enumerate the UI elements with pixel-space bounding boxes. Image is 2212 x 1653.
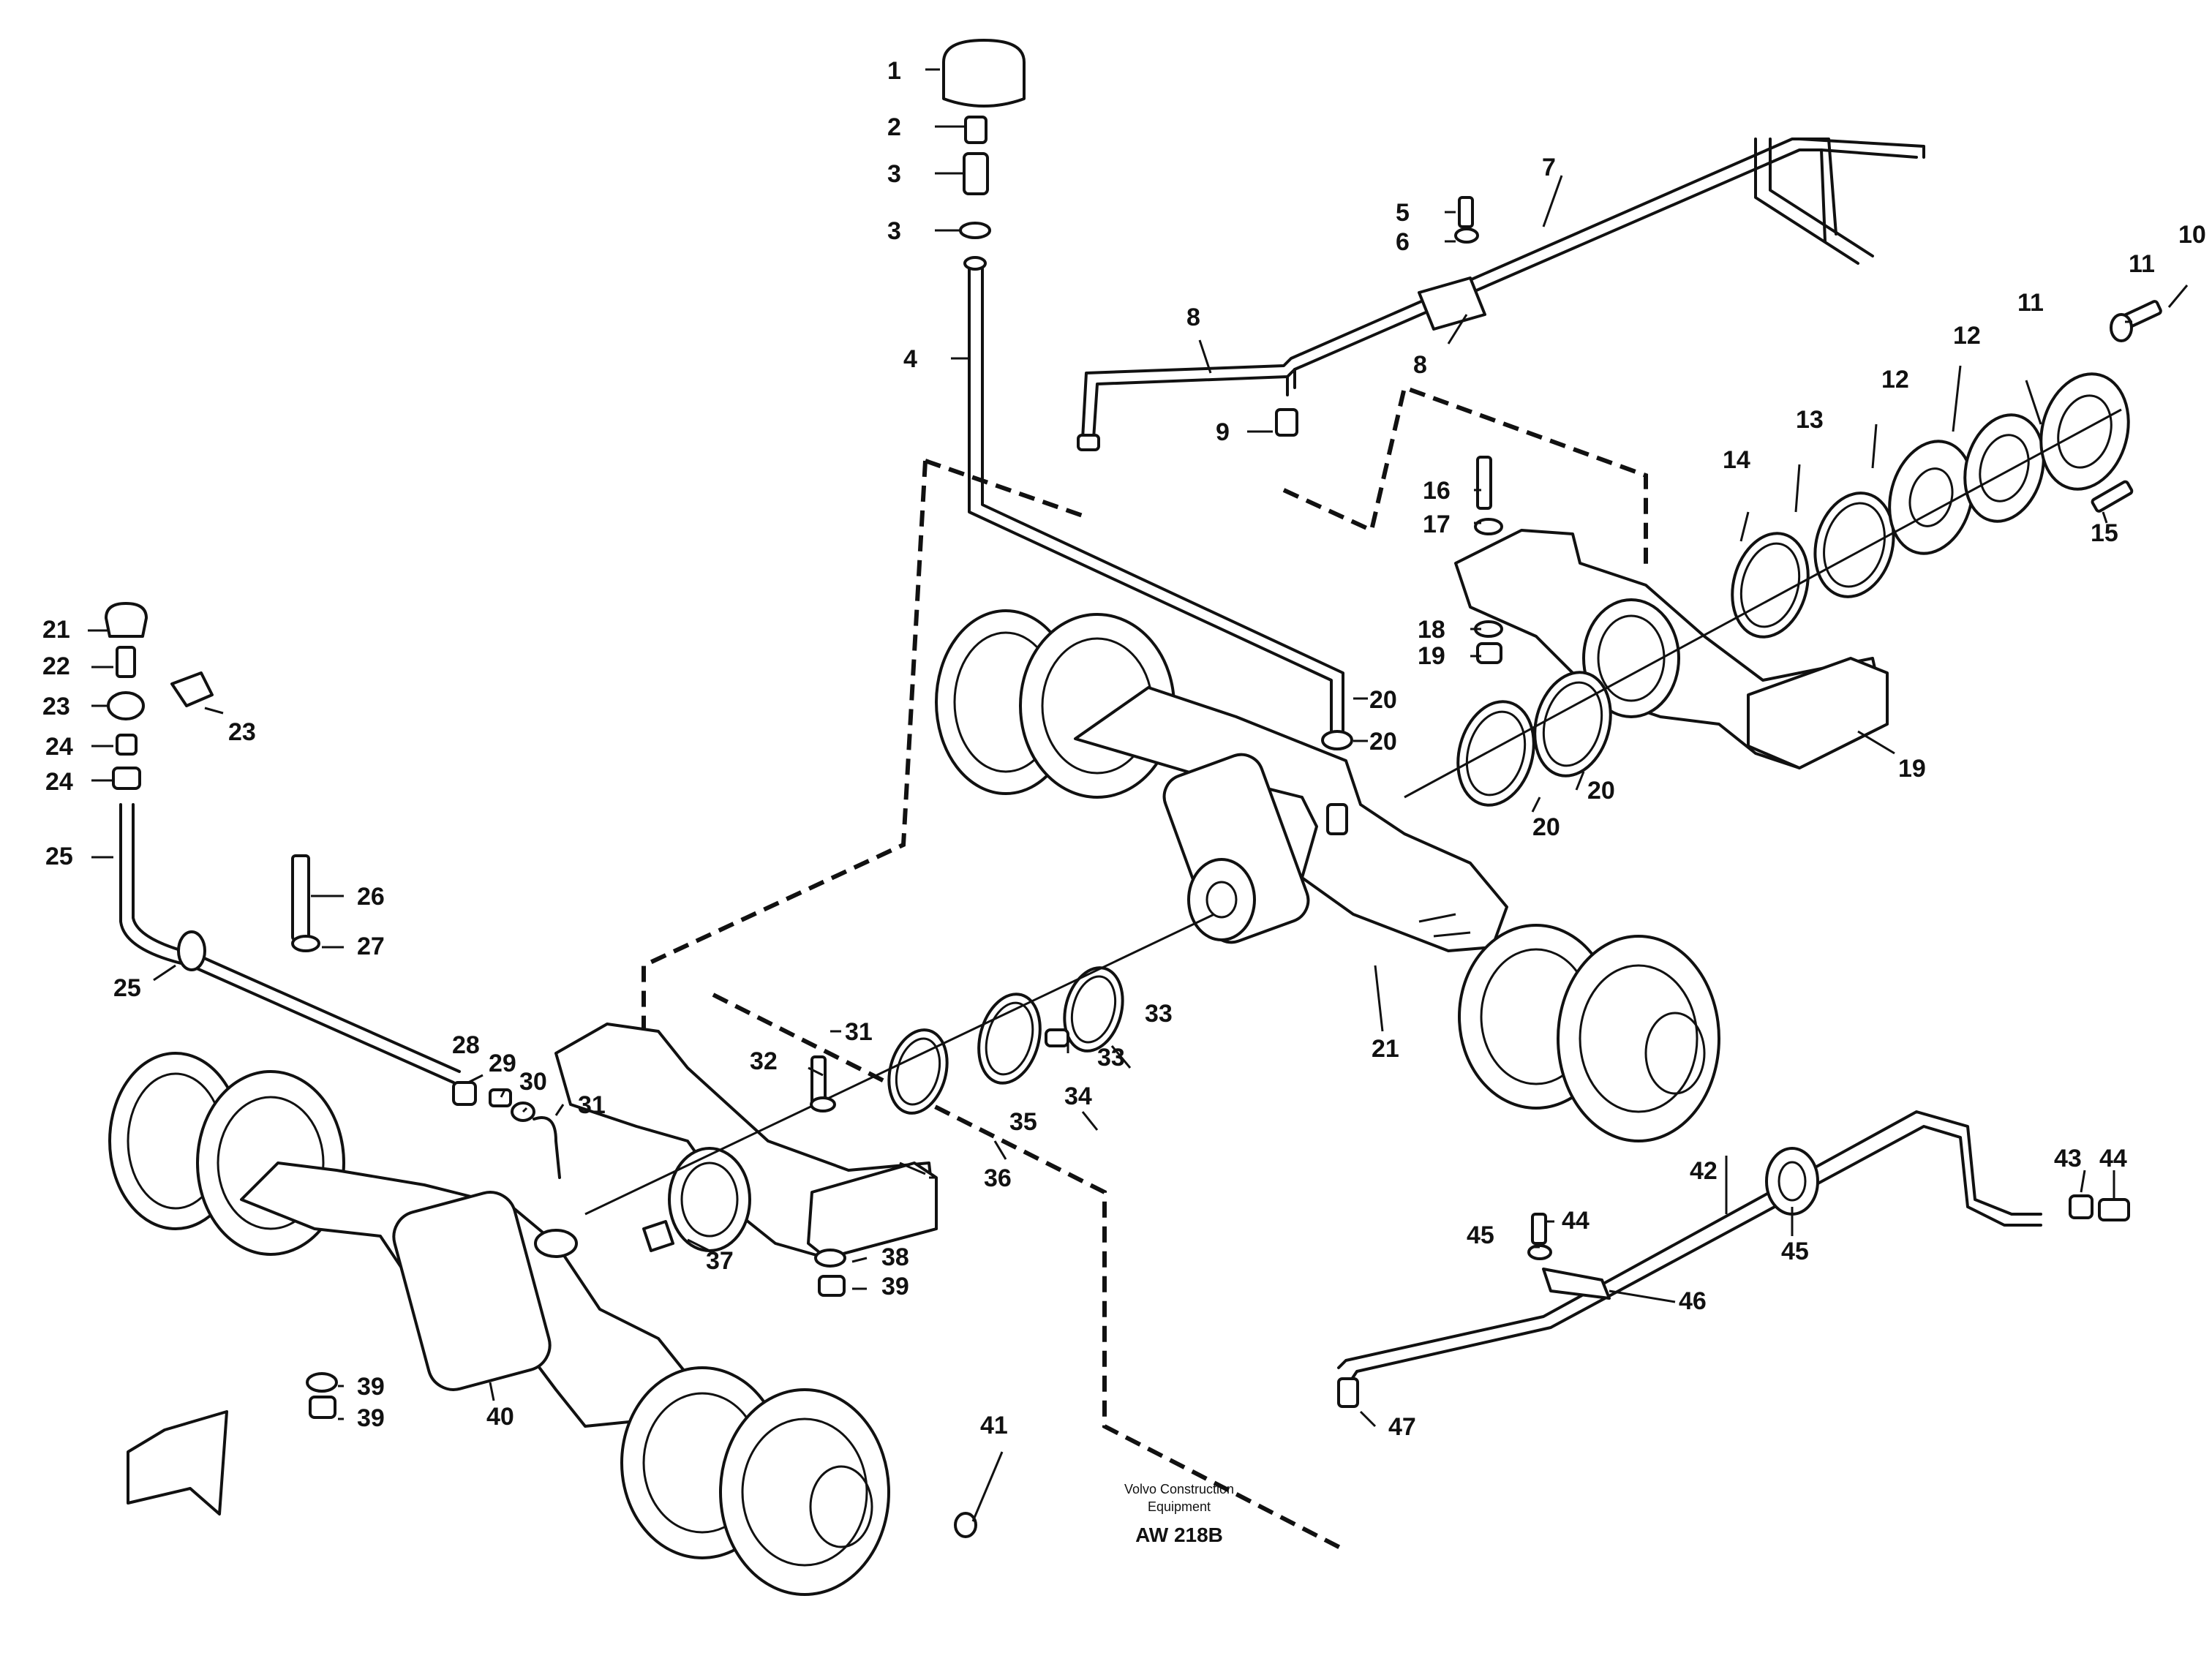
callout-40: 37 — [706, 1247, 734, 1275]
callout-47: 45 — [1781, 1238, 1809, 1265]
callout-15: 15 — [2091, 519, 2118, 547]
callout-25: 23 — [42, 693, 70, 720]
callout-4: 39 — [357, 1404, 385, 1432]
callout-36: 42 — [1690, 1157, 1718, 1185]
callout-31b: 20 — [1369, 686, 1397, 714]
callout-labels: 1 2 3 3 4 5 6 7 8 8 9 10 11 11 12 12 13 … — [42, 57, 2206, 1441]
company-name-line2: Equipment — [1148, 1499, 1211, 1514]
fasteners — [291, 196, 2162, 1538]
callout-10: 19 — [1898, 755, 1926, 783]
callout-23b: 28 — [452, 1031, 480, 1059]
callout-33b: 20 — [1369, 728, 1397, 756]
callout-44b: 44 — [1562, 1207, 1590, 1235]
callout-19b: 31 — [845, 1018, 873, 1046]
callout-31: 4 — [903, 345, 917, 373]
callout-13: 12 — [1953, 322, 1981, 350]
callout-21: 19 — [1418, 642, 1445, 670]
callout-19: 16 — [1423, 477, 1451, 505]
front-axle-assembly — [108, 1052, 890, 1596]
callout-3: 27 — [357, 933, 385, 960]
callout-20c: 32 — [750, 1047, 778, 1075]
callout-34: 2 — [887, 113, 901, 141]
company-name-line1: Volvo Construction — [1124, 1482, 1234, 1496]
callout-39: 9 — [1216, 418, 1230, 446]
callout-25b: 30 — [519, 1068, 547, 1096]
callout-3b: 39 — [357, 1373, 385, 1401]
callout-38: 7 — [1542, 154, 1556, 181]
callout-43: 8 — [1413, 351, 1427, 379]
callout-24: 24 — [45, 733, 73, 761]
callout-17: 10 — [2178, 221, 2206, 249]
callout-11: 14 — [1723, 446, 1750, 474]
leader-lines — [88, 68, 2189, 1522]
callout-46: 41 — [980, 1412, 1008, 1439]
callout-21b: 39 — [881, 1273, 909, 1300]
pipes-37-38 — [1077, 138, 1925, 451]
direction-arrow-icon — [127, 1410, 228, 1515]
rear-axle-assembly — [935, 609, 1720, 1142]
callout-20: 17 — [1423, 511, 1451, 538]
drawing-code: AW 218B — [1135, 1524, 1223, 1546]
callout-32: 3 — [887, 160, 901, 188]
callout-23: 24 — [45, 768, 73, 796]
callout-6: 36 — [984, 1164, 1012, 1192]
callout-41: 44 — [2099, 1145, 2127, 1172]
callout-37: 8 — [1186, 304, 1200, 331]
callout-33: 3 — [887, 217, 901, 245]
callout-14: 12 — [1881, 366, 1909, 394]
callout-45: 6 — [1396, 228, 1410, 256]
callout-42: 46 — [1679, 1287, 1707, 1315]
callout-5: 21 — [1372, 1035, 1399, 1063]
callout-28: 21 — [42, 616, 70, 644]
callout-35: 1 — [887, 57, 901, 85]
callout-8b: 35 — [1009, 1108, 1037, 1136]
callout-16: 11 — [2017, 289, 2044, 317]
callout-11b: 20 — [1587, 777, 1615, 805]
callout-20d: 38 — [881, 1243, 909, 1271]
callout-9: 33 — [1097, 1044, 1125, 1072]
front-bracket — [554, 1023, 938, 1259]
callout-39c: 47 — [1388, 1413, 1416, 1441]
dashed-guide-lines — [642, 385, 1648, 1553]
callout-27: 22 — [42, 652, 70, 680]
callout-1: 40 — [486, 1403, 514, 1431]
callout-18: 11 — [2129, 250, 2155, 278]
breather-pipes — [105, 39, 1353, 1252]
seal-rings — [584, 372, 2130, 1216]
callout-44: 5 — [1396, 199, 1410, 227]
callout-12: 13 — [1796, 406, 1824, 434]
callout-45b: 45 — [1467, 1221, 1494, 1249]
callout-20b: 18 — [1418, 616, 1445, 644]
callout-2: 26 — [357, 883, 385, 911]
callout-8: 33 — [1145, 1000, 1173, 1028]
callout-7: 34 — [1064, 1082, 1092, 1110]
callout-39b: 43 — [2054, 1145, 2082, 1172]
callout-12b: 20 — [1532, 813, 1560, 841]
callout-30: 25 — [113, 974, 141, 1002]
callout-22: 25 — [45, 843, 73, 870]
callout-26: 31 — [578, 1091, 606, 1119]
pipe-36 — [1337, 1110, 2130, 1408]
callout-24b: 29 — [489, 1050, 516, 1077]
callout-29: 23 — [228, 718, 256, 746]
